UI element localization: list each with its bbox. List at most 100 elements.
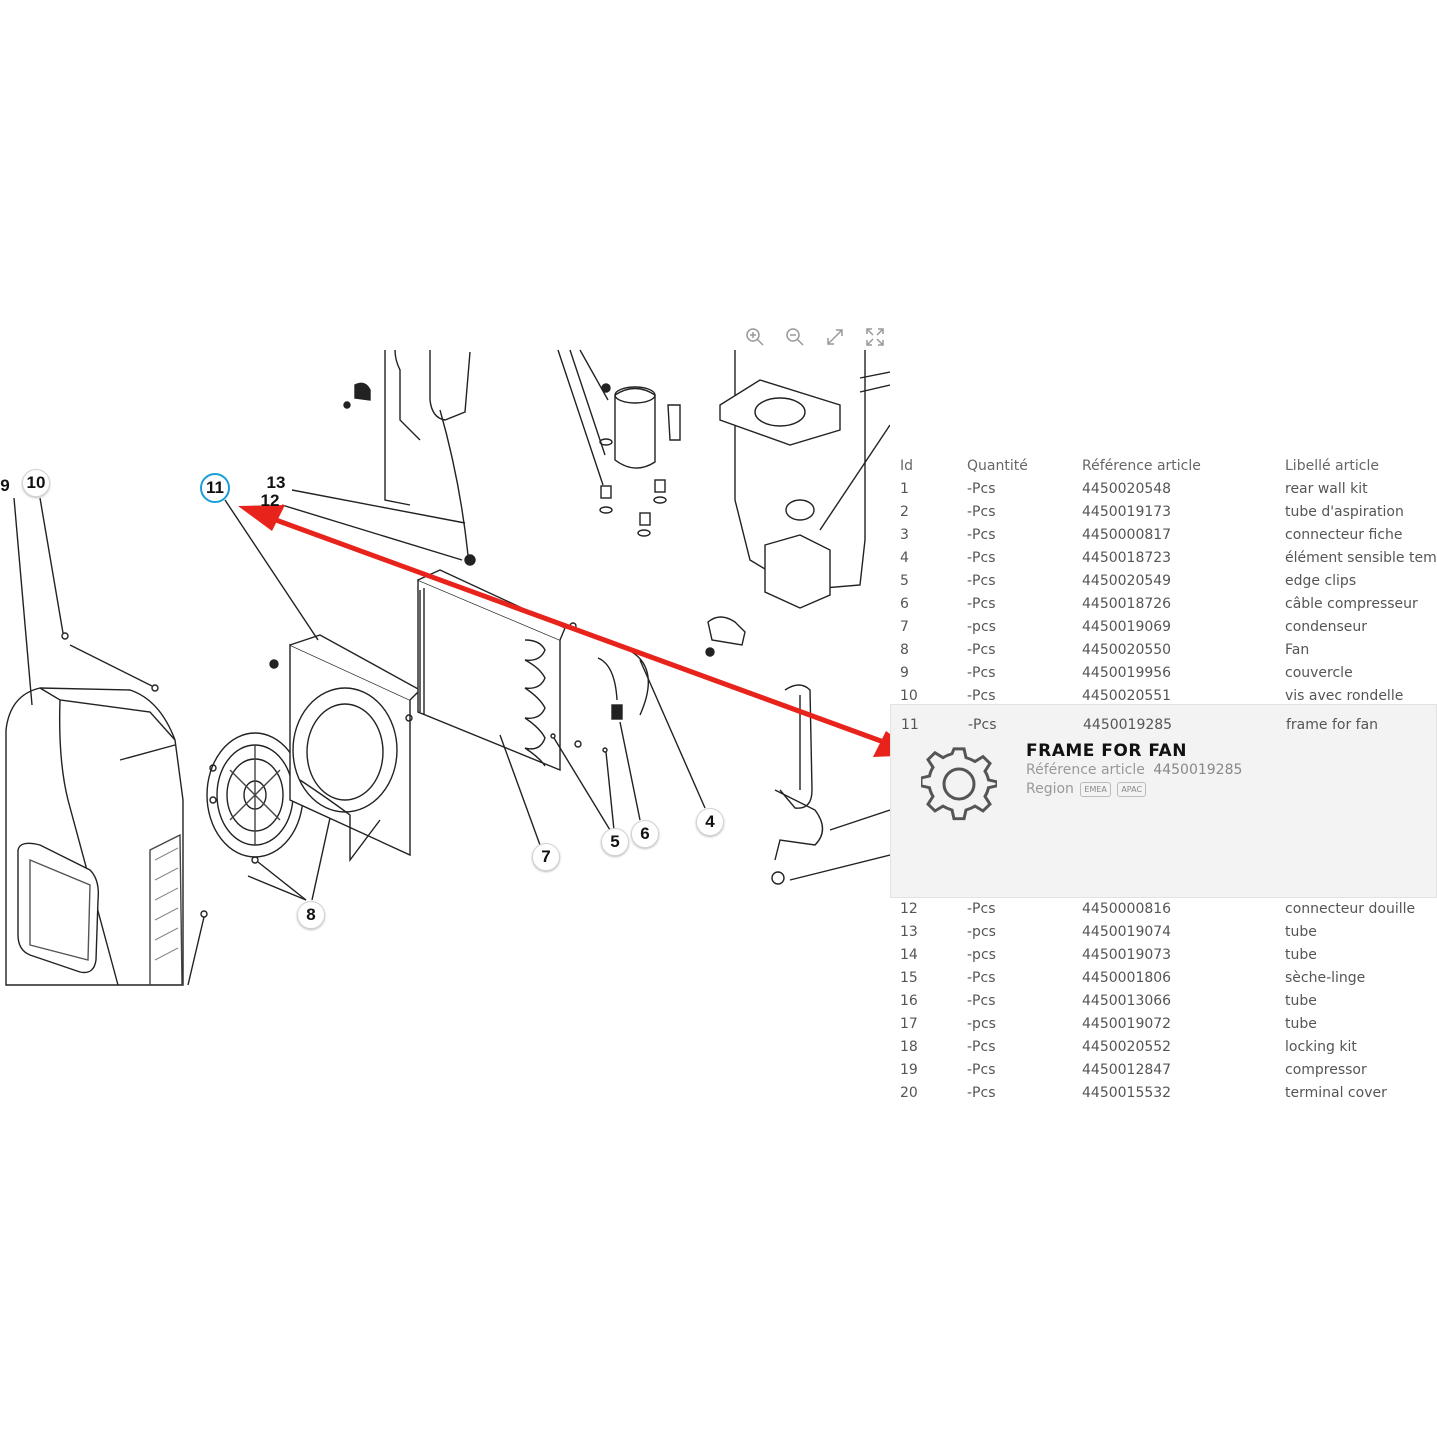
- row-quantity: -Pcs: [967, 527, 996, 543]
- row-quantity: -Pcs: [967, 550, 996, 566]
- row-reference: 4450019173: [1082, 504, 1172, 520]
- row-label: edge clips: [1285, 573, 1357, 589]
- table-row[interactable]: 1 -Pcs 4450020548 rear wall kit: [890, 478, 1437, 501]
- row-reference: 4450019072: [1082, 1016, 1172, 1032]
- row-id: 18: [900, 1039, 918, 1055]
- table-row[interactable]: 7 -pcs 4450019069 condenseur: [890, 616, 1437, 639]
- row-quantity: -Pcs: [967, 481, 996, 497]
- row-label: compressor: [1285, 1062, 1367, 1078]
- row-label: couvercle: [1285, 665, 1353, 681]
- zoom-out-icon[interactable]: [784, 326, 806, 348]
- table-row[interactable]: 15 -Pcs 4450001806 sèche-linge: [890, 967, 1437, 990]
- table-row-selected[interactable]: 11 -Pcs 4450019285 frame for fan: [891, 714, 1436, 737]
- row-quantity: -pcs: [967, 924, 996, 940]
- row-reference: 4450001806: [1082, 970, 1172, 986]
- row-quantity: -Pcs: [968, 717, 997, 733]
- row-label: tube: [1285, 924, 1317, 940]
- row-label: tube: [1285, 947, 1317, 963]
- row-quantity: -Pcs: [967, 642, 996, 658]
- row-label: locking kit: [1285, 1039, 1357, 1055]
- gear-icon: [921, 747, 997, 821]
- callout-7[interactable]: 7: [532, 843, 560, 871]
- part-detail-popup[interactable]: 11 -Pcs 4450019285 frame for fan FRAME F…: [890, 704, 1437, 898]
- row-label: tube d'aspiration: [1285, 504, 1404, 520]
- row-id: 10: [900, 688, 918, 704]
- highlight-arrow: [238, 505, 920, 757]
- row-reference: 4450019074: [1082, 924, 1172, 940]
- row-label: Fan: [1285, 642, 1310, 658]
- row-label: rear wall kit: [1285, 481, 1368, 497]
- row-id: 7: [900, 619, 909, 635]
- row-id: 9: [900, 665, 909, 681]
- callout-12[interactable]: 12: [260, 491, 280, 510]
- row-quantity: -pcs: [967, 947, 996, 963]
- header-reference: Référence article: [1082, 458, 1201, 474]
- callout-8[interactable]: 8: [297, 901, 325, 929]
- fullscreen-icon[interactable]: [864, 326, 886, 348]
- callout-11[interactable]: 11: [200, 473, 230, 503]
- row-quantity: -Pcs: [967, 1085, 996, 1101]
- region-badge-emea: EMEA: [1080, 781, 1111, 797]
- row-reference: 4450013066: [1082, 993, 1172, 1009]
- fit-screen-icon[interactable]: [824, 326, 846, 348]
- table-row[interactable]: 16 -Pcs 4450013066 tube: [890, 990, 1437, 1013]
- row-reference: 4450020552: [1082, 1039, 1172, 1055]
- table-row[interactable]: 18 -Pcs 4450020552 locking kit: [890, 1036, 1437, 1059]
- row-label: connecteur douille: [1285, 901, 1416, 917]
- callout-6[interactable]: 6: [631, 820, 659, 848]
- callout-10[interactable]: 10: [22, 469, 50, 497]
- row-id: 6: [900, 596, 909, 612]
- row-quantity: -Pcs: [967, 970, 996, 986]
- row-label: tube: [1285, 993, 1317, 1009]
- zoom-in-icon[interactable]: [744, 326, 766, 348]
- row-reference: 4450000816: [1082, 901, 1172, 917]
- row-id: 4: [900, 550, 909, 566]
- row-reference: 4450018726: [1082, 596, 1172, 612]
- callout-13[interactable]: 13: [266, 473, 286, 492]
- row-quantity: -Pcs: [967, 665, 996, 681]
- row-quantity: -Pcs: [967, 596, 996, 612]
- row-label: connecteur fiche: [1285, 527, 1403, 543]
- row-reference: 4450012847: [1082, 1062, 1172, 1078]
- row-label: terminal cover: [1285, 1085, 1387, 1101]
- row-reference: 4450020548: [1082, 481, 1172, 497]
- exploded-diagram[interactable]: 9 10 11 13 12 8 7 5 6 4: [0, 320, 920, 1000]
- row-id: 14: [900, 947, 918, 963]
- row-id: 16: [900, 993, 918, 1009]
- row-reference: 4450020551: [1082, 688, 1172, 704]
- popup-reference: Référence article 4450019285: [1026, 762, 1242, 778]
- row-label: sèche-linge: [1285, 970, 1366, 986]
- row-id: 8: [900, 642, 909, 658]
- row-reference: 4450020550: [1082, 642, 1172, 658]
- row-id: 15: [900, 970, 918, 986]
- parts-table: Id Quantité Référence article Libellé ar…: [890, 455, 1437, 708]
- callout-5[interactable]: 5: [601, 828, 629, 856]
- header-quantity: Quantité: [967, 458, 1028, 474]
- row-quantity: -pcs: [967, 1016, 996, 1032]
- row-id: 11: [901, 717, 919, 733]
- row-quantity: -Pcs: [967, 993, 996, 1009]
- row-quantity: -Pcs: [967, 1039, 996, 1055]
- callout-4[interactable]: 4: [696, 808, 724, 836]
- row-reference: 4450019069: [1082, 619, 1172, 635]
- row-id: 1: [900, 481, 909, 497]
- table-row[interactable]: 8 -Pcs 4450020550 Fan: [890, 639, 1437, 662]
- row-quantity: -pcs: [967, 619, 996, 635]
- callout-9[interactable]: 9: [0, 476, 10, 495]
- row-label: condenseur: [1285, 619, 1368, 635]
- row-label: élément sensible tempér: [1285, 550, 1437, 566]
